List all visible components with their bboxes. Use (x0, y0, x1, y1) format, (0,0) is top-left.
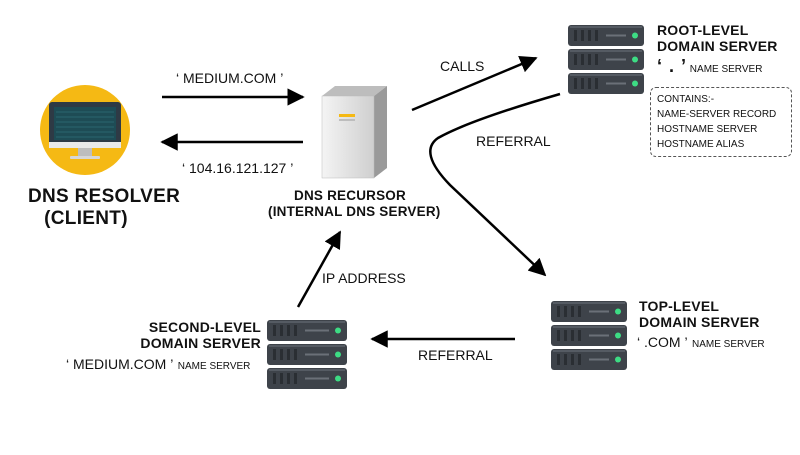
recursor-title: DNS RECURSOR (INTERNAL DNS SERVER) (268, 188, 441, 219)
ip-address-arrow (296, 230, 342, 308)
calls-label: CALLS (440, 58, 485, 74)
server-unit (568, 49, 644, 70)
sld-server-title: SECOND-LEVEL DOMAIN SERVER (117, 319, 261, 351)
referral-tld-label: REFERRAL (418, 347, 493, 363)
referral-root-label: REFERRAL (476, 133, 551, 149)
contains-heading: CONTAINS:- (657, 94, 715, 105)
client-title: DNS RESOLVER (CLIENT) (28, 186, 181, 230)
tld-title-line2: DOMAIN SERVER (639, 314, 760, 331)
client-computer-icon (40, 85, 130, 175)
tld-name-server: NAME SERVER (692, 339, 765, 350)
contains-item: HOSTNAME SERVER (657, 124, 758, 135)
sld-title-line1: SECOND-LEVEL (148, 319, 261, 335)
sld-zone-row: ‘ MEDIUM.COM ’ NAME SERVER (66, 356, 250, 374)
client-title-line1: DNS RESOLVER (28, 186, 181, 207)
tld-zone-row: ‘ .COM ’ NAME SERVER (637, 334, 765, 352)
server-unit (551, 301, 627, 322)
server-unit (267, 320, 347, 341)
contains-item: HOSTNAME ALIAS (657, 139, 745, 150)
server-unit (568, 73, 644, 94)
root-name-server: NAME SERVER (689, 64, 763, 75)
root-server-title: ROOT-LEVEL DOMAIN SERVER (657, 22, 778, 54)
referral-root-arrow (429, 92, 561, 277)
contains-item: NAME-SERVER RECORD (657, 109, 777, 120)
root-zone-row: ‘ . ’ NAME SERVER (657, 56, 762, 77)
tld-title-line1: TOP-LEVEL (639, 298, 720, 314)
root-zone: ‘ . ’ (657, 56, 688, 76)
root-contains-box: CONTAINS:- NAME-SERVER RECORD HOSTNAME S… (650, 87, 792, 157)
server-unit (568, 25, 644, 46)
recursor-title-line2: (INTERNAL DNS SERVER) (268, 203, 441, 219)
server-unit (267, 344, 347, 365)
tld-zone: ‘ .COM ’ (637, 334, 688, 350)
server-unit (267, 368, 347, 389)
sld-server-rack-icon (267, 320, 347, 389)
sld-zone: ‘ MEDIUM.COM ’ (66, 356, 174, 372)
tld-server-rack-icon (551, 301, 627, 370)
root-title-line2: DOMAIN SERVER (657, 38, 778, 55)
sld-name-server: NAME SERVER (177, 361, 251, 372)
calls-arrow (411, 56, 538, 112)
ip-address-label: IP ADDRESS (322, 270, 406, 286)
root-server-rack-icon (568, 25, 644, 94)
root-title-line1: ROOT-LEVEL (657, 22, 749, 38)
recursor-title-line1: DNS RECURSOR (294, 188, 406, 203)
dns-recursor-server-icon (321, 86, 387, 179)
server-unit (551, 325, 627, 346)
client-title-line2: (CLIENT) (44, 207, 128, 229)
server-unit (551, 349, 627, 370)
tld-server-title: TOP-LEVEL DOMAIN SERVER (639, 298, 760, 330)
sld-title-line2: DOMAIN SERVER (140, 335, 261, 352)
response-label: ‘ 104.16.121.127 ’ (182, 160, 294, 176)
query-label: ‘ MEDIUM.COM ’ (176, 70, 284, 86)
